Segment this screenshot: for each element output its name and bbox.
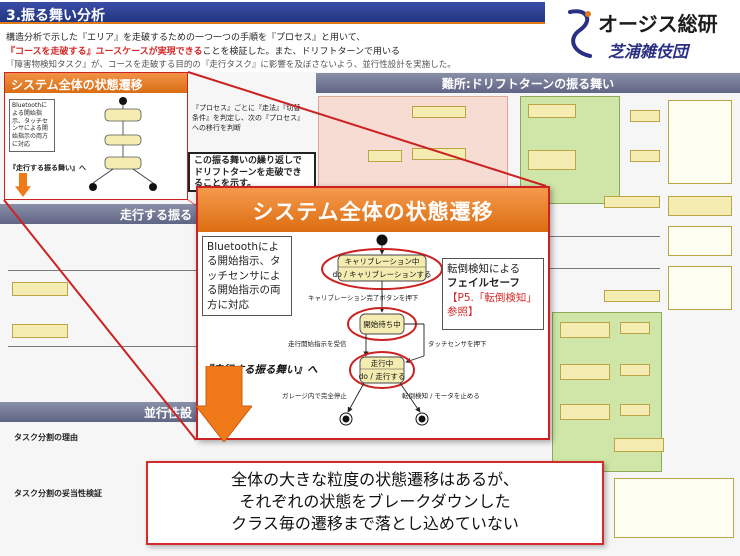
final-state-garage	[339, 412, 353, 426]
state-running: 走行中 do / 走行する	[359, 356, 406, 384]
bg-box	[12, 324, 68, 338]
failsafe-label: フェイルセーフ	[447, 277, 520, 290]
overview-panel: システム全体の状態遷移 Bluetoothによる開始指示、タッチセンサによる開始…	[4, 72, 188, 200]
state-calibration: キャリブレーション中 do / キャリブレーションする	[333, 254, 432, 282]
bg-box	[614, 438, 664, 452]
process-judgement-note: 『プロセス』ごとに『走法』『切替条件』を判定し、次の『プロセス』への移行を判断	[192, 104, 304, 132]
comment-line-2: それぞれの状態をブレークダウンした	[239, 492, 511, 512]
bg-box	[620, 364, 650, 376]
transition-garage-stop	[347, 382, 365, 413]
comment-line-3: クラス毎の遷移まで落とし込めていない	[231, 514, 519, 534]
bg-box	[668, 100, 732, 184]
poster-header: 3.振る舞い分析 構造分析で示した『エリア』を走破するための一つ一つの手順を『プ…	[0, 0, 740, 72]
bg-box	[668, 226, 732, 256]
section-band-parallel: 並行性設	[0, 402, 200, 422]
bg-box	[560, 364, 610, 380]
bg-box	[668, 196, 732, 216]
state-machine-diagram: キャリブレーション中 do / キャリブレーションする キャリブレーション完了ボ…	[282, 234, 487, 426]
bg-box	[630, 150, 660, 162]
section-band-drift-turn: 難所:ドリフトターンの振る舞い	[316, 73, 740, 93]
bg-box	[560, 322, 610, 338]
company-name: オージス総研	[598, 12, 718, 36]
title-bar: 3.振る舞い分析	[0, 2, 545, 24]
bg-box	[620, 322, 650, 334]
zoomed-state-diagram: システム全体の状態遷移 キャリブレーション中 do / キャリブレーションする …	[196, 186, 550, 440]
failsafe-note: 転倒検知によるフェイルセーフ【P5.「転倒検知」参照】	[442, 258, 544, 330]
intro-highlight: 『コースを走破する』ユースケースが実現できる	[6, 47, 203, 57]
bg-box	[604, 290, 660, 302]
zoomed-header: システム全体の状態遷移	[198, 188, 548, 232]
page-title: 3.振る舞い分析	[6, 8, 106, 24]
bg-lifeline	[550, 268, 660, 269]
state-waiting-name: 開始待ち中	[363, 319, 401, 329]
bg-box	[412, 148, 466, 160]
overview-bt-note: Bluetoothによる開始指示、タッチセンサによる開始指示の両方に対応	[9, 99, 55, 152]
intro-line-1: 構造分析で示した『エリア』を走破するための一つ一つの手順を『プロセス』と用いて、	[6, 33, 366, 43]
label-start-received: 走行開始指示を受信	[288, 339, 347, 348]
section-band-running: 走行する振る	[0, 204, 200, 224]
logo-swirl-icon	[568, 9, 592, 58]
label-calibration-done: キャリブレーション完了ボタンを押下	[308, 293, 419, 302]
intro-line-3: 『障害物検知タスク』が、コースを走破する目的の『走行タスク』に影響を及ぼさないよ…	[6, 60, 456, 70]
bg-box	[604, 196, 660, 208]
comment-line-1: 全体の大きな粒度の状態遷移はあるが、	[231, 470, 519, 489]
bg-box	[368, 150, 402, 162]
bg-lifeline	[550, 236, 660, 237]
intro-line-2: 『コースを走破する』ユースケースが実現できることを検証した。また、ドリフトターン…	[6, 44, 400, 57]
team-name: 芝浦雑伎団	[608, 42, 689, 61]
review-comment: 全体の大きな粒度の状態遷移はあるが、 それぞれの状態をブレークダウンした クラス…	[146, 461, 604, 545]
overview-down-arrow-icon	[15, 173, 31, 197]
intro-line-2-rest: ことを検証した。また、ドリフトターンで用いる	[202, 47, 401, 57]
bg-box	[528, 104, 576, 118]
company-logo: オージス総研 芝浦雑伎団	[560, 2, 740, 70]
down-arrow-icon	[196, 366, 252, 442]
state-running-action: do / 走行する	[359, 371, 406, 381]
bg-box	[412, 106, 466, 118]
bg-lifeline	[8, 346, 196, 347]
failsafe-reference: 【P5.「転倒検知」参照】	[447, 291, 537, 319]
initial-state	[376, 234, 388, 246]
state-waiting: 開始待ち中	[359, 313, 405, 335]
state-calibration-action: do / キャリブレーションする	[333, 269, 432, 279]
label-fall-detected: 転倒検知 / モータを止める	[402, 391, 480, 400]
bg-box	[12, 282, 68, 296]
bg-box	[620, 404, 650, 416]
zoomed-title: システム全体の状態遷移	[252, 200, 494, 224]
final-state-fall	[415, 412, 429, 426]
state-running-name: 走行中	[371, 358, 394, 368]
bg-box	[528, 150, 576, 170]
transition-fall-detected	[399, 382, 421, 413]
bg-task-validity: タスク分割の妥当性検証	[14, 489, 102, 498]
bg-task-reason: タスク分割の理由	[14, 433, 78, 442]
bg-box	[668, 266, 732, 310]
label-garage-stop: ガレージ内で完全停止	[282, 391, 347, 400]
bg-lifeline	[8, 270, 196, 271]
state-calibration-name: キャリブレーション中	[345, 256, 420, 266]
overview-panel-title: システム全体の状態遷移	[5, 73, 187, 93]
overview-running-link: 『走行する振る舞い』へ	[9, 164, 86, 172]
bluetooth-start-note: Bluetoothによる開始指示、タッチセンサによる開始指示の両方に対応	[202, 236, 292, 316]
bg-box	[614, 478, 734, 538]
label-touch-pressed: タッチセンサを押下	[428, 339, 487, 348]
overview-mini-diagram	[89, 97, 157, 191]
bg-box	[560, 404, 610, 420]
bg-box	[630, 110, 660, 122]
failsafe-prefix: 転倒検知による	[447, 263, 521, 275]
running-highlight	[349, 351, 415, 389]
